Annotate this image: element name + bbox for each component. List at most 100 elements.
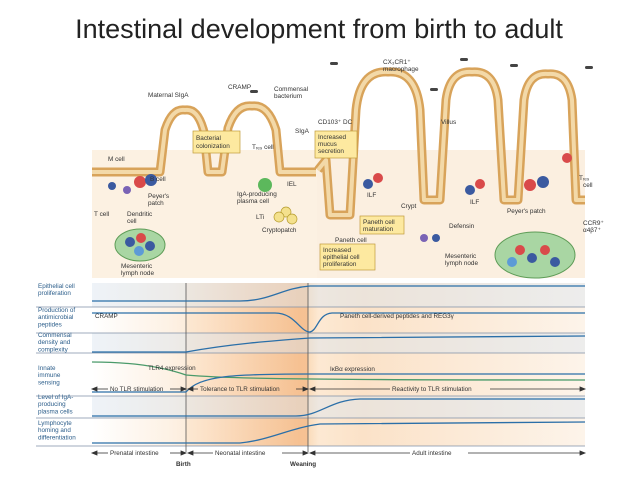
row-label-5-line-1: Level of IgA-	[38, 394, 73, 401]
label-mesenteric-right-1: Mesenteric	[445, 253, 477, 260]
timeline-birth: Birth	[176, 461, 191, 468]
label-ilf-1: ILF	[367, 192, 376, 199]
row-label-2-line-1: Production of	[38, 307, 75, 314]
label-maternal-siga: Maternal SIgA	[148, 92, 189, 99]
timeline-weaning: Weaning	[290, 461, 316, 468]
timeline-neonatal: Neonatal intestine	[215, 450, 266, 457]
curve-iga-plasma-cells	[92, 398, 585, 417]
commensal-bacteria-icons	[250, 58, 593, 93]
iga-plasma-cell-icon	[258, 178, 272, 192]
label-iga-1: IgA-producing	[237, 191, 277, 198]
row-label-6-line-2: homing and	[38, 427, 71, 434]
label-ccr9-1: CCR9⁺	[583, 220, 604, 227]
label-mesenteric-left-1: Mesenteric	[121, 263, 153, 270]
label-cramp: CRAMP	[228, 84, 251, 91]
label-ilf-2: ILF	[470, 199, 479, 206]
ilf-icon-1	[363, 179, 373, 189]
label-paneth-mat-2: maturation	[363, 226, 394, 233]
label-mesenteric-left-2: lymph node	[121, 270, 154, 277]
curve-innate-tlr4	[91, 361, 586, 381]
label-paneth-cell: Paneth cell	[335, 237, 367, 244]
row-label-3-line-3: complexity	[38, 346, 69, 353]
row-label-3-line-2: density and	[38, 339, 71, 346]
curve-commensal-density	[92, 335, 586, 353]
label-treg-left: Tᵣₑ₉ cell	[252, 144, 274, 151]
neonatal-band	[186, 283, 308, 446]
label-cryptopatch: Cryptopatch	[262, 227, 297, 234]
label-ccr9-2: α4β7⁺	[583, 227, 601, 234]
timeline-background	[92, 283, 585, 446]
slide-title: Intestinal development from birth to adu…	[75, 14, 563, 44]
label-lti: LTi	[256, 214, 264, 221]
label-siga: SIgA	[295, 128, 310, 135]
ilf-icon-2	[465, 185, 475, 195]
row-label-2-line-2: antimicrobial	[38, 314, 73, 321]
label-iga-2: plasma cell	[237, 198, 269, 205]
timeline-prenatal: Prenatal intestine	[110, 450, 159, 457]
box-increased-mucus	[314, 130, 358, 159]
row-label-1-line-1: Epithelial cell	[38, 283, 75, 290]
label-cx3cr1-2: macrophage	[383, 66, 419, 73]
label-m-cell: M cell	[108, 156, 125, 163]
box-bacterial-colonization	[192, 130, 241, 154]
treg-icon-right	[562, 153, 572, 163]
annotation-paneth-peptides: Paneth cell-derived peptides and REG3γ	[340, 313, 455, 320]
label-crypt: Crypt	[401, 203, 416, 210]
box-epithelial-proliferation	[319, 243, 376, 271]
curve-antimicrobial-peptides	[92, 312, 585, 333]
row-label-3-line-1: Commensal	[38, 332, 72, 339]
label-paneth-mat-1: Paneth cell	[363, 219, 395, 226]
annotation-reactivity: Reactivity to TLR stimulation	[392, 386, 472, 393]
dendritic-cell-icon-left	[123, 186, 131, 194]
label-epi-prolif-3: proliferation	[323, 261, 357, 268]
timeline-adult: Adult intestine	[412, 450, 452, 457]
annotation-ikba: IκBα expression	[330, 366, 375, 373]
annotation-cramp: CRAMP	[95, 313, 118, 320]
label-mucus-3: secretion	[318, 148, 344, 155]
label-iel: IEL	[287, 181, 297, 188]
label-peyers-right: Peyer's patch	[507, 208, 546, 215]
label-mesenteric-right-2: lymph node	[445, 260, 478, 267]
label-commensal-1: Commensal	[274, 86, 308, 93]
label-bact-col-1: Bacterial	[196, 135, 221, 142]
label-dendritic-2: cell	[127, 218, 137, 225]
row-label-4-line-1: Innate	[38, 365, 56, 372]
label-defensin: Defensin	[449, 223, 475, 230]
annotation-tolerance: Tolerance to TLR stimulation	[200, 386, 280, 393]
label-bact-col-2: colonization	[196, 143, 230, 150]
label-dendritic-1: Dendritic	[127, 211, 153, 218]
peyers-patch-icon-left	[134, 176, 146, 188]
label-mucus-2: mucus	[318, 141, 337, 148]
annotation-tlr4: TLR4 expression	[148, 365, 196, 372]
curve-lymphocyte-homing	[92, 421, 586, 444]
label-peyers-1: Peyer's	[148, 193, 169, 200]
label-cd103-dc: CD103⁺ DC	[318, 119, 353, 126]
row-label-5-line-2: producing	[38, 401, 66, 408]
peyers-patch-icon-right	[524, 179, 536, 191]
box-paneth-maturation	[359, 215, 405, 235]
row-label-4-line-2: immune	[38, 372, 61, 379]
t-cell-icon-left	[108, 182, 116, 190]
annotation-no-tlr: No TLR stimulation	[110, 386, 164, 393]
label-epi-prolif-1: Increased	[323, 247, 352, 254]
label-peyers-2: patch	[148, 200, 164, 207]
label-commensal-2: bacterium	[274, 93, 302, 100]
label-t-cell: T cell	[94, 211, 109, 218]
row-label-1-line-2: proliferation	[38, 290, 71, 297]
label-mucus-1: Increased	[318, 134, 347, 141]
label-treg-right-2: cell	[583, 182, 593, 189]
label-treg-right-1: Tᵣₑ₉	[579, 175, 590, 182]
label-epi-prolif-2: epithelial cell	[323, 254, 360, 261]
row-label-6-line-3: differentiation	[38, 434, 76, 441]
row-label-6-line-1: Lymphocyte	[38, 420, 72, 427]
label-b-cell: B cell	[150, 176, 166, 183]
curve-epithelial-proliferation	[92, 285, 585, 302]
row-label-2-line-3: peptides	[38, 321, 62, 328]
label-villus: Villus	[441, 119, 456, 126]
row-label-5-line-3: plasma cells	[38, 408, 73, 415]
defensin-icon	[432, 234, 440, 242]
label-cx3cr1-1: CX₃CR1⁺	[383, 59, 411, 66]
intestine-illustration: Maternal SIgA CRAMP Commensal bacterium …	[92, 58, 604, 279]
